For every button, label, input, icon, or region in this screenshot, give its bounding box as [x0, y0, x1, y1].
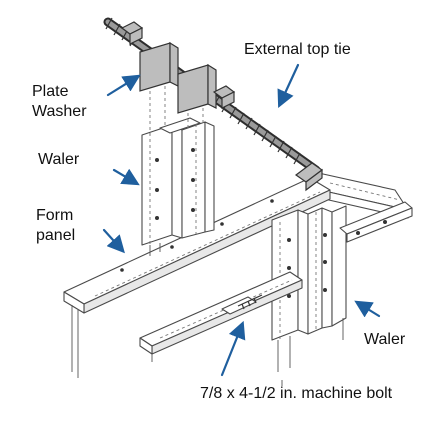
machine-bolt-arrow [220, 320, 246, 377]
external-top-tie-label: External top tie [244, 41, 351, 58]
waler-left-label: Waler [38, 151, 80, 168]
form-panel-arrow [102, 228, 125, 254]
left-waler [141, 117, 215, 246]
tie-nuts [120, 21, 236, 109]
callout-arrows [102, 63, 381, 377]
plate-washer-arrow [106, 74, 141, 97]
form-panel [63, 177, 331, 378]
top-tie-arrow [277, 63, 300, 108]
plate-washer-label-line2: Washer [32, 103, 87, 120]
waler-right-arrow [354, 300, 381, 318]
right-rail [339, 201, 413, 243]
plate-washer-label-line1: Plate [32, 83, 69, 100]
plate-washer-1 [139, 41, 179, 135]
lower-form-rail [139, 271, 303, 362]
panel-post-lower [149, 243, 283, 386]
plate-washer-2 [177, 63, 217, 128]
waler-left-arrow [112, 168, 140, 186]
form-panel-label-line1: Form [36, 207, 74, 224]
waler-right-label: Waler [364, 331, 406, 348]
form-panel-label-line2: panel [36, 227, 76, 244]
machine-bolt-label: 7/8 x 4-1/2 in. machine bolt [200, 385, 393, 402]
